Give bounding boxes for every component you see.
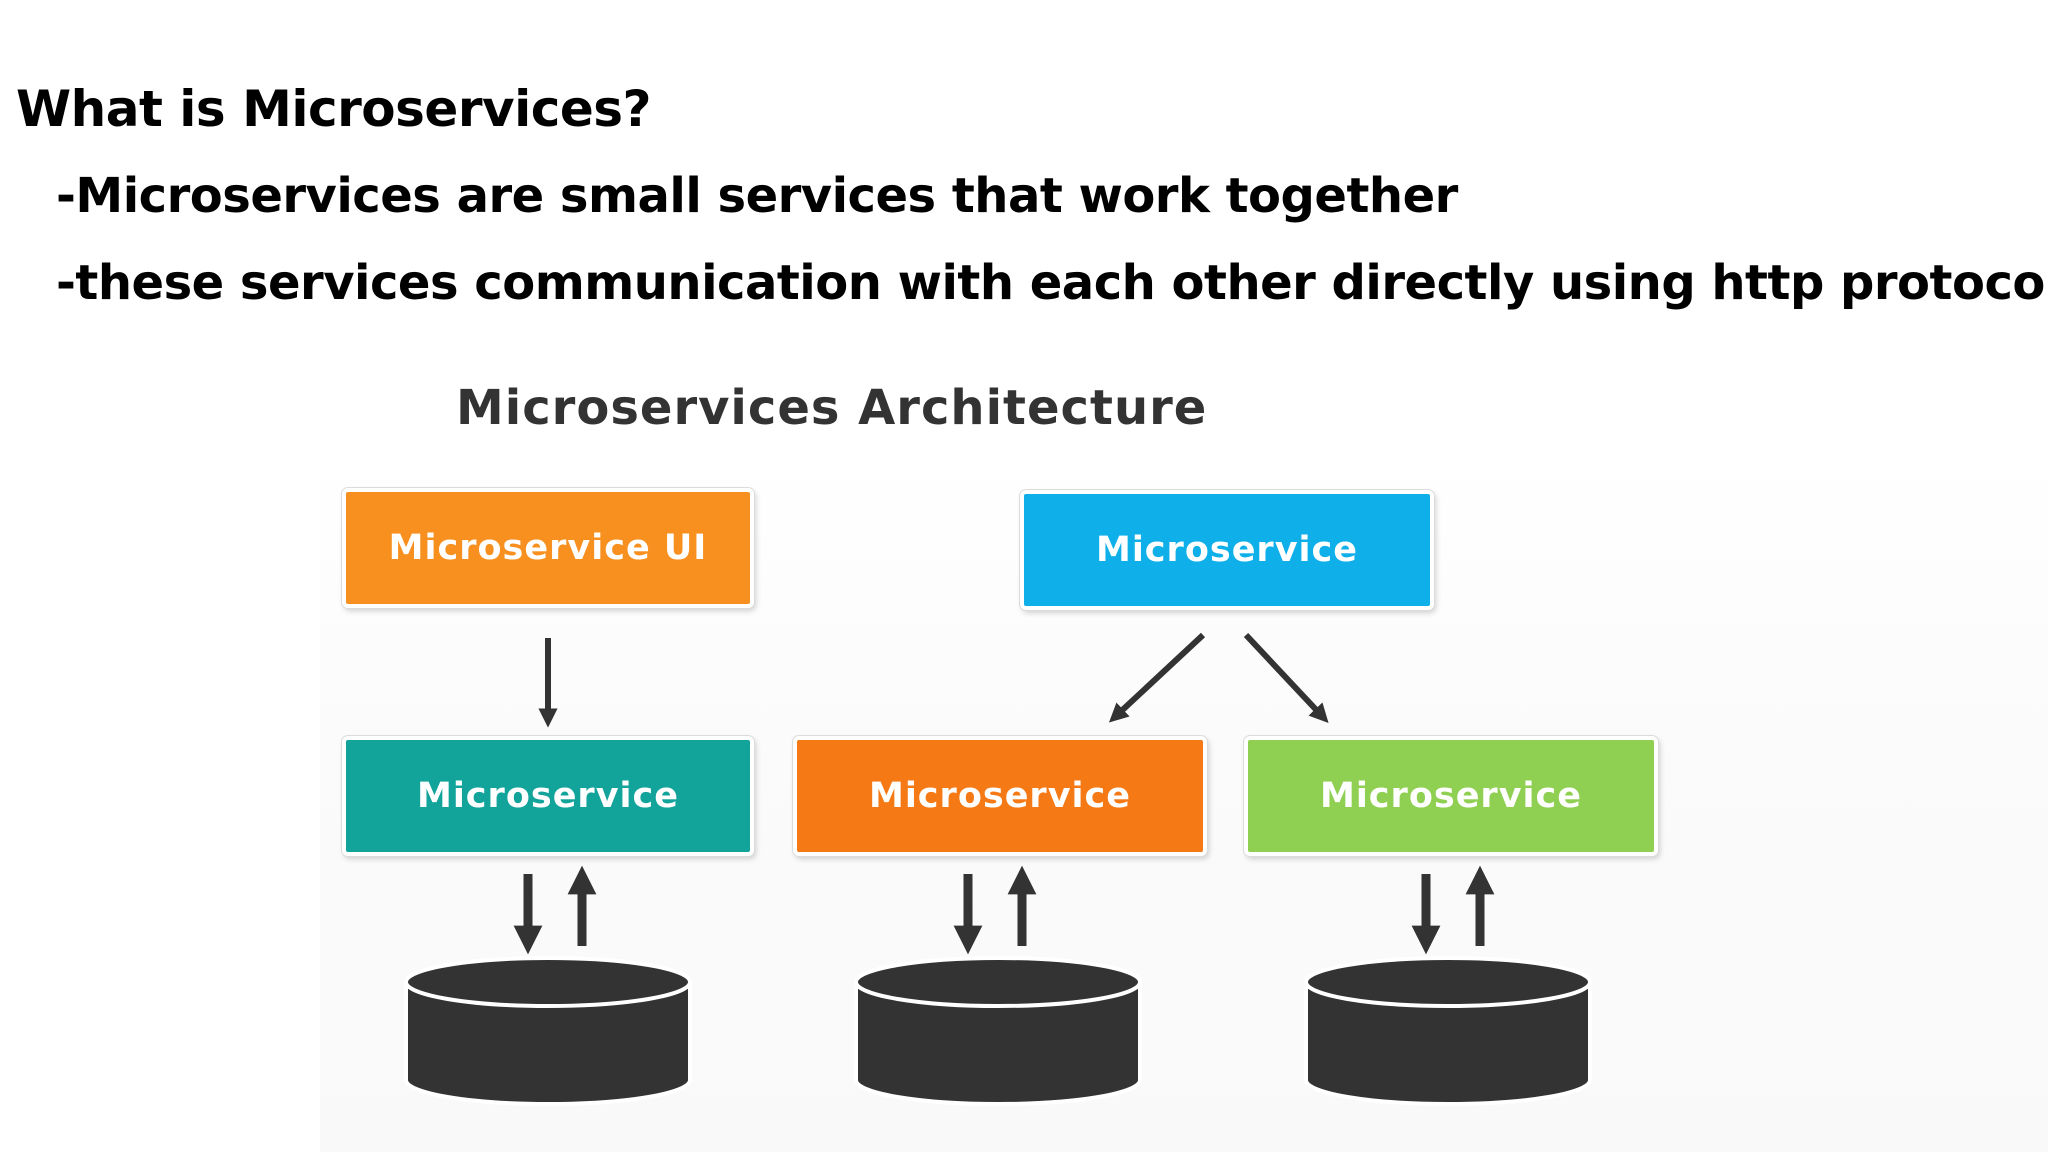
arrows-right-db-icon — [1411, 865, 1495, 955]
bullet-point-2: -these services communication with each … — [56, 255, 2048, 311]
microservices-architecture-diagram: Microservices Architecture Microservice … — [0, 360, 2048, 1152]
database-middle-icon — [854, 956, 1142, 1106]
database-left-icon — [404, 956, 692, 1106]
arrow-diagonal-right-icon — [1243, 632, 1329, 724]
arrows-left-db-icon — [513, 865, 597, 955]
diagram-title: Microservices Architecture — [456, 380, 1208, 436]
database-right-icon — [1304, 956, 1592, 1106]
microservice-ui-box: Microservice UI — [342, 488, 754, 608]
microservice-left-box: Microservice — [342, 736, 754, 856]
microservice-middle-box: Microservice — [793, 736, 1207, 856]
microservice-right-box: Microservice — [1244, 736, 1658, 856]
diagram-connectors — [404, 632, 1592, 1106]
microservice-top-box: Microservice — [1020, 490, 1434, 610]
arrow-diagonal-left-icon — [1108, 632, 1206, 723]
slide-title: What is Microservices? — [16, 80, 652, 138]
arrows-middle-db-icon — [953, 865, 1037, 955]
bullet-point-1: -Microservices are small services that w… — [56, 168, 1458, 224]
